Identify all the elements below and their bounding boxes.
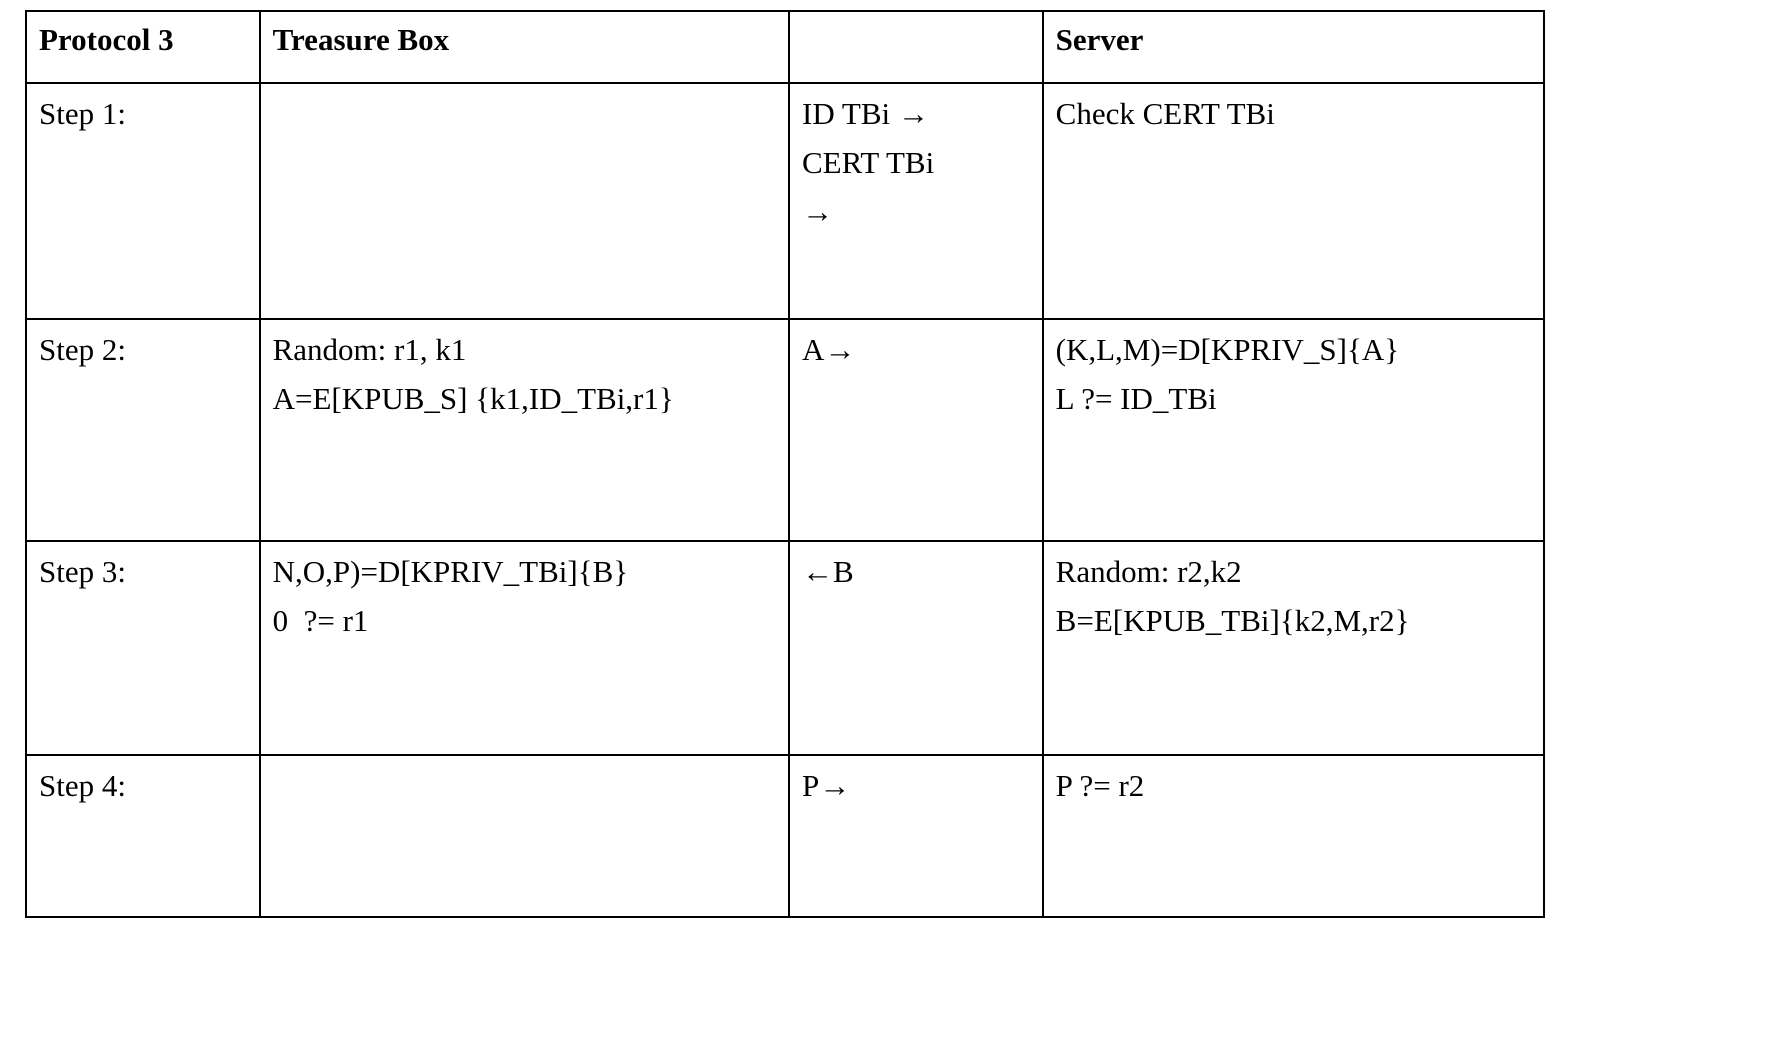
header-cell-protocol: Protocol 3 — [25, 10, 261, 84]
step-label-3: Step 3: — [25, 540, 261, 756]
message-cell-4: P→ — [788, 754, 1044, 918]
server-cell-1: Check CERT TBi — [1041, 82, 1546, 320]
server-lines-2: (K,L,M)=D[KPRIV_S]{A} L ?= ID_TBi — [1056, 326, 1533, 424]
cell-line: 0 ?= r1 — [272, 602, 369, 638]
table-row-step-1: Step 1: ID TBi → CERT TBi → Check CERT TBi — [25, 82, 1546, 320]
step-label-1: Step 1: — [25, 82, 261, 320]
table-body: Step 1: ID TBi → CERT TBi → Check CERT TBi… — [25, 82, 1546, 918]
table-row-step-4: Step 4: P→ P ?= r2 — [25, 754, 1546, 918]
message-lines-2: A→ — [802, 326, 1032, 375]
treasure-box-cell-1 — [258, 82, 791, 320]
server-lines-1: Check CERT TBi — [1056, 90, 1533, 139]
cell-line: Random: r2,k2 — [1055, 554, 1242, 589]
cell-line: A→ — [802, 332, 856, 367]
header-cell-server: Server — [1041, 10, 1546, 84]
treasure-box-lines-2: Random: r1, k1 A=E[KPUB_S] {k1,ID_TBi,r1} — [273, 326, 778, 424]
message-lines-3: ←B — [802, 548, 1032, 597]
message-cell-3: ←B — [788, 540, 1044, 756]
cell-line: A=E[KPUB_S] {k1,ID_TBi,r1} — [272, 380, 674, 416]
treasure-box-cell-3: N,O,P)=D[KPRIV_TBi]{B} 0 ?= r1 — [258, 540, 791, 756]
cell-line: P→ — [802, 768, 851, 803]
server-cell-4: P ?= r2 — [1041, 754, 1546, 918]
treasure-box-lines-3: N,O,P)=D[KPRIV_TBi]{B} 0 ?= r1 — [273, 548, 778, 646]
cell-line: ←B — [802, 554, 854, 589]
header-cell-treasure-box: Treasure Box — [258, 10, 791, 84]
cell-line: CERT TBi — [802, 144, 935, 180]
server-lines-4: P ?= r2 — [1056, 762, 1533, 811]
cell-line: P ?= r2 — [1055, 768, 1145, 803]
cell-line: N,O,P)=D[KPRIV_TBi]{B} — [272, 554, 629, 589]
cell-line: L ?= ID_TBi — [1055, 380, 1217, 416]
server-cell-2: (K,L,M)=D[KPRIV_S]{A} L ?= ID_TBi — [1041, 318, 1546, 542]
treasure-box-cell-2: Random: r1, k1 A=E[KPUB_S] {k1,ID_TBi,r1} — [258, 318, 791, 542]
cell-line: (K,L,M)=D[KPRIV_S]{A} — [1055, 332, 1400, 367]
table-row-step-3: Step 3: N,O,P)=D[KPRIV_TBi]{B} 0 ?= r1 ←B… — [25, 540, 1546, 756]
cell-line: Random: r1, k1 — [272, 332, 467, 367]
message-cell-1: ID TBi → CERT TBi → — [788, 82, 1044, 320]
message-cell-2: A→ — [788, 318, 1044, 542]
cell-line: → — [802, 193, 833, 229]
table-row-step-2: Step 2: Random: r1, k1 A=E[KPUB_S] {k1,ID… — [25, 318, 1546, 542]
message-lines-1: ID TBi → CERT TBi → — [802, 90, 1032, 237]
message-lines-4: P→ — [802, 762, 1032, 811]
step-label-2: Step 2: — [25, 318, 261, 542]
table-header-row: Protocol 3 Treasure Box Server — [25, 10, 1546, 84]
protocol-table: Protocol 3 Treasure Box Server Step 1: I… — [25, 10, 1546, 918]
cell-line: B=E[KPUB_TBi]{k2,M,r2} — [1055, 602, 1410, 638]
step-label-4: Step 4: — [25, 754, 261, 918]
header-cell-message — [788, 10, 1044, 84]
table-header: Protocol 3 Treasure Box Server — [25, 10, 1546, 84]
treasure-box-cell-4 — [258, 754, 791, 918]
cell-line: ID TBi → — [802, 96, 929, 131]
cell-line: Check CERT TBi — [1055, 96, 1275, 131]
